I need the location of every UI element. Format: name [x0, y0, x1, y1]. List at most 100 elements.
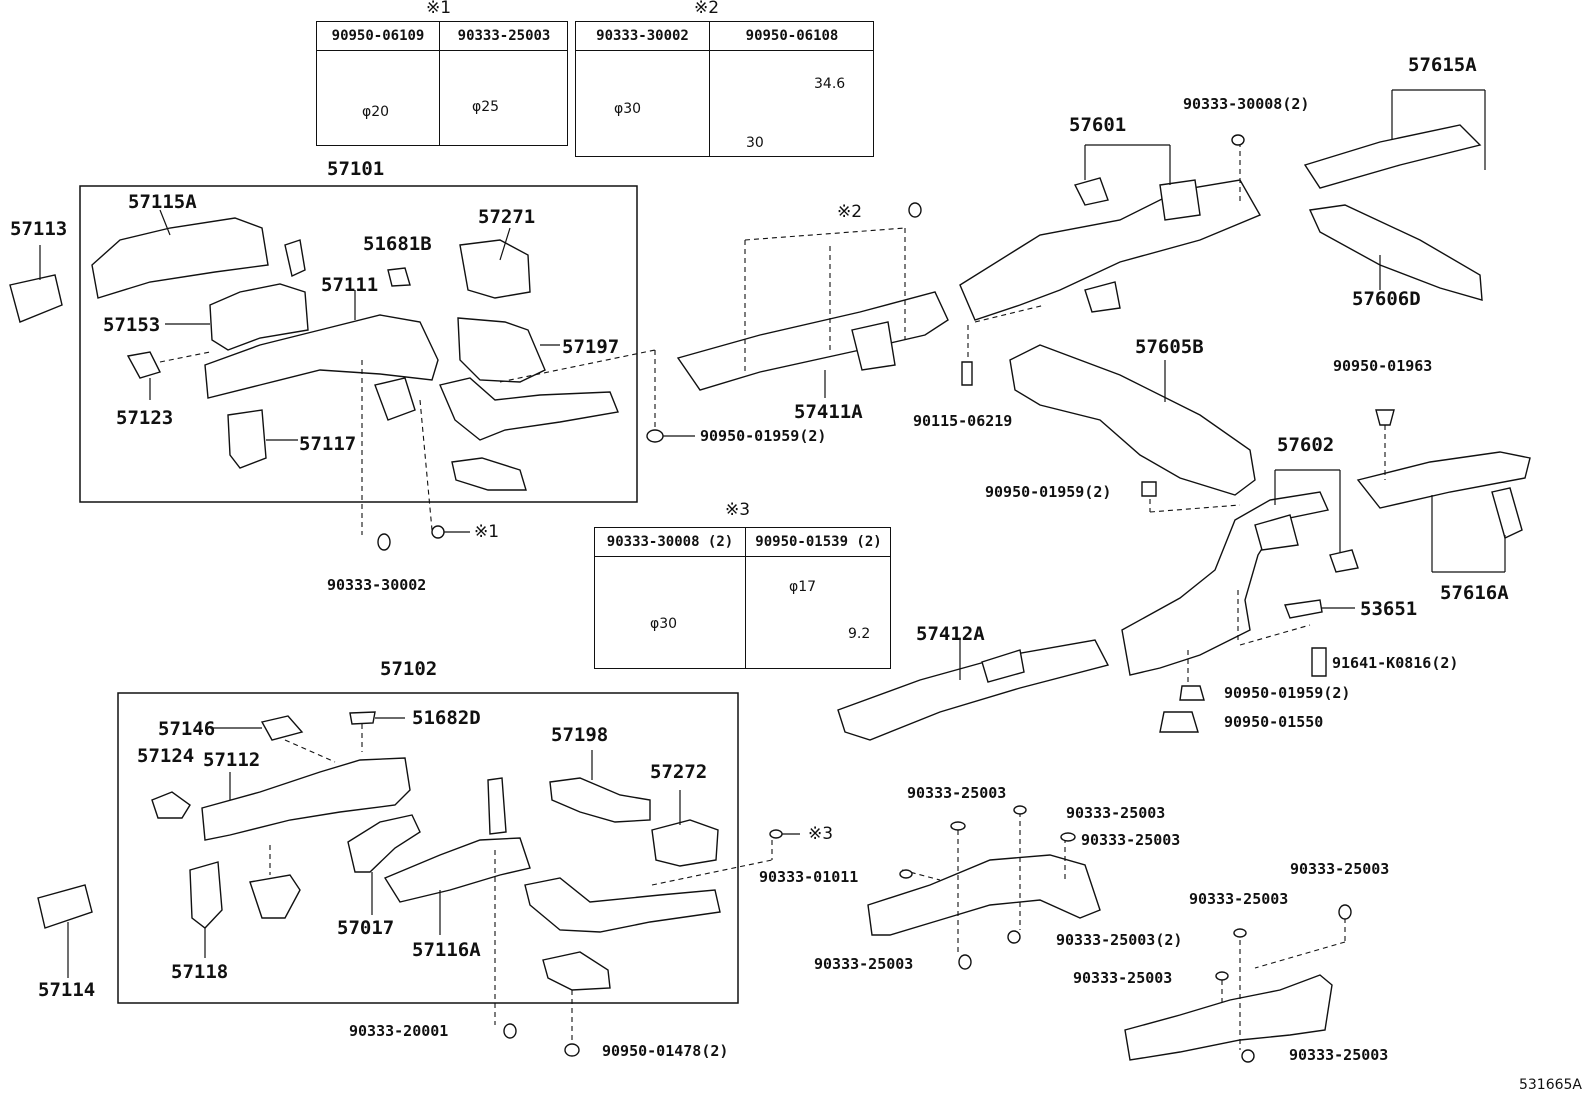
plug-90333-30002-icon: [377, 533, 391, 551]
part-rail-lower-shape: [439, 377, 619, 441]
part-bracket-57102-lower-shape: [542, 951, 611, 1045]
label-57114: 57114: [38, 979, 96, 1001]
label-57197: 57197: [562, 336, 620, 358]
label-57123: 57123: [116, 407, 174, 429]
label-90333-20001: 90333-20001: [349, 1022, 449, 1040]
plug-90333-25003-e-icon: [958, 954, 972, 970]
part-57114-shape: [37, 884, 93, 929]
part-57113-shape: [9, 274, 63, 323]
label-57601: 57601: [1069, 114, 1127, 136]
part-51682D-shape: [349, 711, 405, 752]
label-90333-25003-b: 90333-25003: [1066, 804, 1166, 822]
part-bracket-lower-shape: [451, 457, 527, 491]
label-57602: 57602: [1277, 434, 1335, 456]
part-57115A-shape: [91, 209, 269, 299]
part-57197-shape: [457, 317, 560, 383]
label-57272: 57272: [650, 761, 708, 783]
part-57605B-shape: [1009, 344, 1256, 513]
label-90333-01011: 90333-01011: [759, 868, 859, 886]
spec-table-1-divider: [439, 22, 440, 145]
label-91641-K0816: 91641-K0816(2): [1332, 654, 1459, 672]
part-53651-shape: [1284, 599, 1323, 619]
label-90333-25003-d: 90333-25003(2): [1056, 931, 1183, 949]
plug-90333-25003-d-icon: [1007, 930, 1021, 944]
spec-table-1-dim1: φ20: [362, 104, 390, 120]
spec-table-2: 90333-30002 90950-06108 φ30 34.6 30: [575, 21, 874, 157]
label-53651: 53651: [1360, 598, 1418, 620]
plug-90950-01959-c-icon: [1179, 685, 1205, 701]
label-90950-01550: 90950-01550: [1224, 713, 1324, 731]
label-90333-25003-h: 90333-25003: [1073, 969, 1173, 987]
part-bracket-57102-shape: [249, 874, 301, 919]
part-57118-shape: [189, 861, 223, 958]
label-57124: 57124: [137, 745, 195, 767]
plug-90950-01963-icon: [1375, 409, 1395, 426]
part-57271-shape: [459, 227, 531, 299]
label-57198: 57198: [551, 724, 609, 746]
part-57123-shape: [126, 351, 211, 400]
label-57102: 57102: [380, 658, 438, 680]
spec-table-3-divider: [745, 528, 746, 668]
label-ref1: ※1: [474, 522, 500, 542]
part-lower-mid-assembly-shape: [867, 812, 1101, 955]
plug-90333-25003-c-icon: [1060, 832, 1076, 842]
part-57153-shape: [165, 283, 309, 351]
spec-table-2-height: 34.6: [814, 76, 846, 92]
part-57112-shape: [201, 757, 411, 841]
label-90950-01959-c: 90950-01959(2): [1224, 684, 1351, 702]
plug-90950-01959-a-icon: [646, 429, 664, 443]
spec-table-3: 90333-30008 (2) 90950-01539 (2) φ30 φ17 …: [594, 527, 891, 669]
label-90333-25003-g: 90333-25003: [1189, 890, 1289, 908]
label-90950-01959-b: 90950-01959(2): [985, 483, 1112, 501]
label-57616A: 57616A: [1440, 582, 1509, 604]
part-bracket-small-shape: [284, 239, 306, 277]
part-57272-shape: [651, 790, 719, 867]
plug-ref2-icon: [908, 202, 922, 218]
plug-90333-25003-i-icon: [1241, 1049, 1255, 1063]
group-box-57102: [117, 692, 739, 1004]
label-57111: 57111: [321, 274, 379, 296]
plug-90333-25003-h-icon: [1215, 971, 1229, 981]
label-57606D: 57606D: [1352, 288, 1421, 310]
spec-table-2-header: [576, 22, 873, 51]
part-57412A-shape: [837, 639, 1110, 741]
spec-table-1-header: [317, 22, 567, 51]
diagram-code: 531665A: [1518, 1077, 1582, 1093]
part-57124-shape: [151, 791, 191, 819]
spec-table-2-col2: 90950-06108: [745, 28, 839, 44]
spec-table-1-col1: 90950-06109: [331, 28, 425, 44]
label-57112: 57112: [203, 749, 261, 771]
plug-90333-25003-f-icon: [1338, 904, 1352, 920]
bolt-90115-06219-icon: [961, 361, 973, 386]
spec-table-3-col2: 90950-01539 (2): [755, 534, 882, 550]
part-51681B-shape: [387, 267, 411, 287]
label-57411A: 57411A: [794, 401, 863, 423]
spec-table-3-dim1: φ30: [650, 616, 678, 632]
plug-90333-01011-icon: [899, 869, 913, 879]
part-57198-shape: [549, 750, 651, 823]
part-57606D-shape: [1308, 204, 1483, 301]
plug-90950-01550-icon: [1159, 711, 1199, 733]
bolt-91641-icon: [1311, 647, 1327, 677]
label-90333-25003-e: 90333-25003: [814, 955, 914, 973]
label-57615A: 57615A: [1408, 54, 1477, 76]
spec-table-3-mark: ※3: [725, 500, 751, 520]
spec-table-1: 90950-06109 90333-25003 φ20 φ25: [316, 21, 568, 146]
label-90115-06219: 90115-06219: [913, 412, 1013, 430]
spec-table-1-col2: 90333-25003: [457, 28, 551, 44]
plug-90950-01478-icon: [564, 1043, 580, 1057]
plug-90333-25003-b-icon: [1013, 805, 1027, 815]
part-57601-shape: [959, 142, 1262, 360]
spec-table-3-col1: 90333-30008 (2): [606, 534, 734, 550]
label-51682D: 51682D: [412, 707, 481, 729]
plug-90950-01959-b-icon: [1141, 481, 1157, 497]
leader-lines-57101: [361, 349, 656, 535]
label-51681B: 51681B: [363, 233, 432, 255]
label-57118: 57118: [171, 961, 229, 983]
group-box-57101: [79, 185, 638, 503]
plug-90333-25003-a-icon: [950, 821, 966, 831]
spec-table-3-height: 9.2: [848, 626, 871, 642]
part-57615A-shape: [1303, 89, 1486, 189]
label-ref3: ※3: [808, 824, 834, 844]
